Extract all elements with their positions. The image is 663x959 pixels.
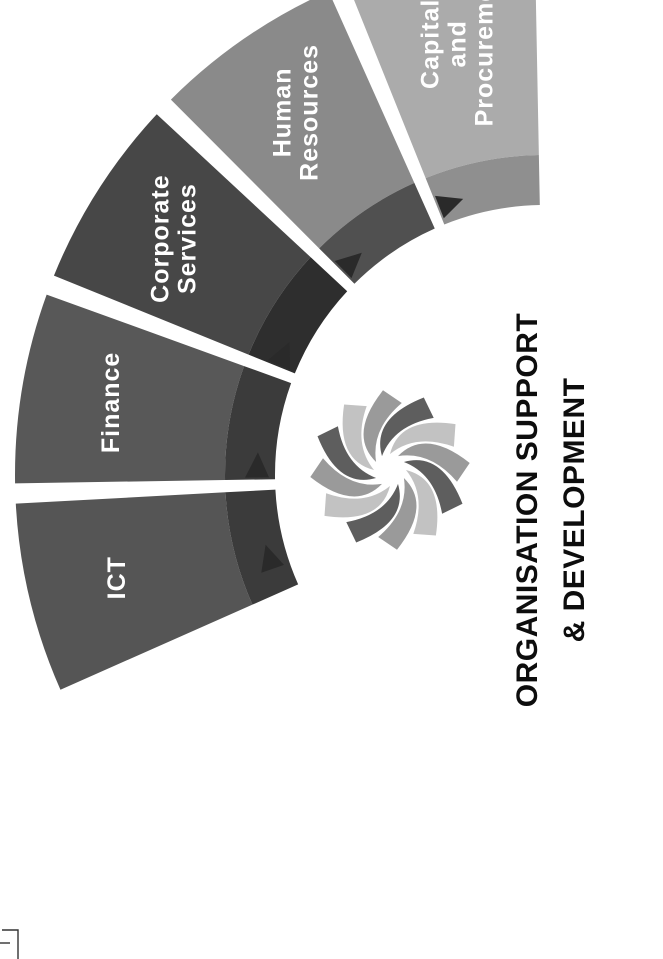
flow-arrow-icon	[267, 342, 290, 370]
segment-block-corporate-services	[53, 114, 311, 355]
segment-label-ict: ICT	[103, 556, 131, 599]
segment-label-corporate-services-line-2: Services	[173, 183, 201, 294]
segment-ict: ICT	[15, 489, 299, 690]
flow-arrow-icon	[261, 544, 284, 573]
segment-finance: Finance	[15, 294, 292, 484]
center-title: ORGANISATION SUPPORT & DEVELOPMENT	[511, 313, 591, 707]
swirl-blade	[406, 470, 438, 536]
swirl-logo-icon	[310, 390, 470, 550]
segment-band-corporate-services	[248, 257, 348, 374]
segment-block-human-resources	[170, 0, 415, 249]
swirl-blade	[342, 404, 374, 470]
crop-mark	[0, 929, 19, 959]
segment-band-finance	[225, 366, 292, 481]
segment-label-human-resources-line-1: Human	[268, 68, 296, 158]
flow-arrow-icon	[334, 252, 362, 279]
swirl-blade	[378, 478, 417, 550]
segment-label-human-resources-line-2: Resources	[295, 44, 323, 181]
swirl-blade	[363, 390, 402, 462]
flow-arrow-icon	[435, 195, 464, 219]
swirl-blade	[390, 422, 456, 454]
segment-label-capital-and-procurement-line-1: Capital	[416, 0, 444, 89]
swirl-blade	[403, 460, 463, 514]
center-title-line-1: ORGANISATION SUPPORT	[511, 313, 544, 707]
swirl-blade	[346, 483, 400, 543]
swirl-blade	[317, 426, 377, 480]
segment-block-ict	[15, 492, 253, 690]
segment-label-corporate-services-line-1: Corporate	[146, 174, 174, 302]
flow-arrow-icon	[245, 452, 269, 478]
segment-label-capital-and-procurement-line-2: and	[443, 20, 471, 67]
segment-band-ict	[225, 489, 299, 605]
swirl-blade	[324, 486, 390, 518]
swirl-blade	[310, 458, 382, 497]
swirl-blade	[380, 397, 434, 457]
segment-label-capital-and-procurement-line-3: Procurement	[470, 0, 498, 126]
swirl-blade	[398, 443, 470, 482]
segment-block-finance	[15, 294, 245, 484]
segment-block-capital-and-procurement	[354, 0, 539, 179]
center-title-line-2: & DEVELOPMENT	[558, 378, 591, 643]
segment-label-finance: Finance	[97, 352, 125, 453]
